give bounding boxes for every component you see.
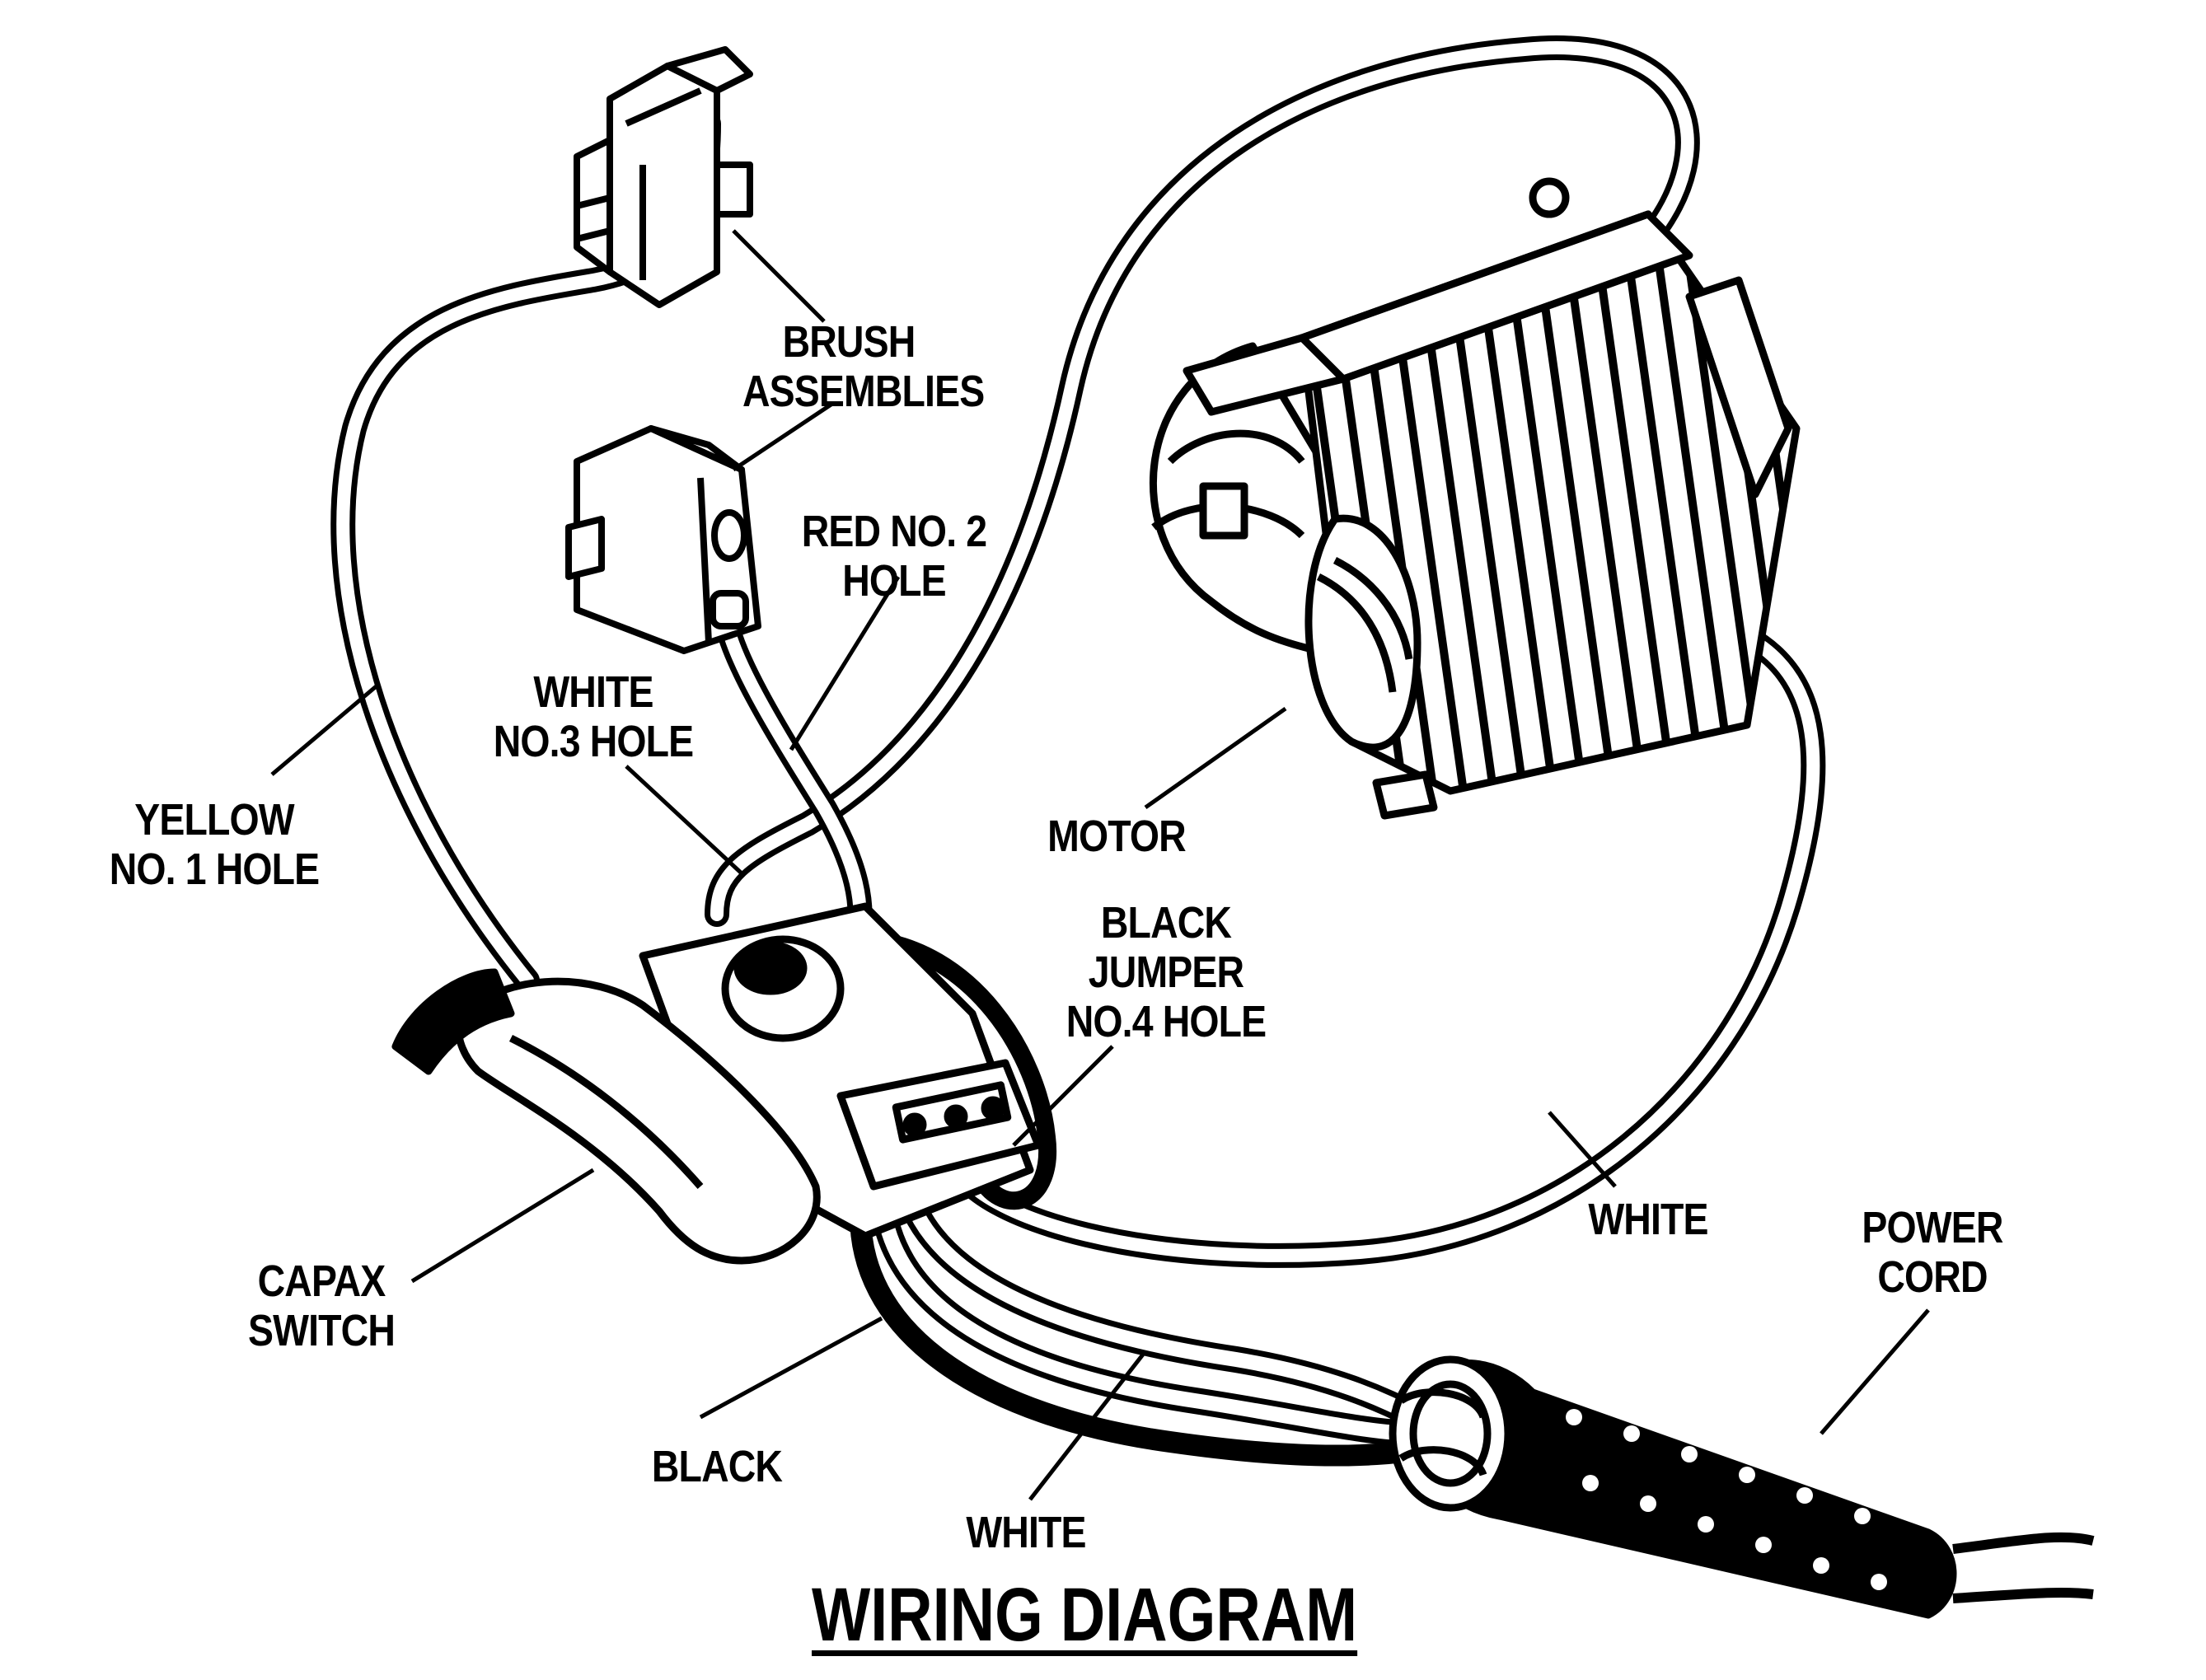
brush-assembly-middle (565, 425, 761, 654)
label-white-no3-hole: WHITE NO.3 HOLE (493, 667, 694, 766)
wire-black-cord (850, 1188, 1428, 1467)
leader-motor (1144, 706, 1287, 810)
leader-power-cord (1820, 1308, 1930, 1435)
motor (1150, 177, 1801, 820)
leader-black-jumper (1012, 1045, 1114, 1147)
leader-yellow-no1 (270, 682, 381, 776)
leader-capax-switch (410, 1168, 595, 1284)
label-motor: MOTOR (1047, 812, 1187, 861)
diagram-title: WIRING DIAGRAM (812, 1573, 1358, 1657)
label-yellow-no1-hole: YELLOW NO. 1 HOLE (109, 795, 320, 894)
brush-assembly-top (574, 46, 753, 308)
capax-switch (391, 902, 1042, 1265)
label-white-right: WHITE (1588, 1195, 1708, 1244)
wire-white-no3-to-motor (705, 35, 1700, 927)
label-black-jumper: BLACK JUMPER NO.4 HOLE (1066, 898, 1267, 1046)
leader-red-no2 (789, 575, 901, 751)
wire-white-cord (893, 1173, 1431, 1430)
leader-lines (270, 229, 1930, 1501)
label-white-bottom: WHITE (966, 1508, 1086, 1557)
leader-black (699, 1316, 883, 1420)
label-red-no2-hole: RED NO. 2 HOLE (801, 507, 987, 606)
leader-white-no3 (625, 765, 743, 875)
wire-white-cord-2 (869, 1182, 1431, 1447)
label-power-cord: POWER CORD (1862, 1203, 2003, 1302)
wire-red-no2 (713, 597, 873, 952)
power-cord-dots (1566, 1409, 1887, 1590)
leader-brush-top (732, 229, 826, 323)
leader-white-right (1548, 1111, 1617, 1188)
label-brush-assemblies: BRUSH ASSEMBLIES (742, 317, 985, 416)
label-capax-switch: CAPAX SWITCH (248, 1256, 396, 1355)
power-cord (1389, 1355, 2095, 1619)
leader-white-bottom (1028, 1350, 1147, 1501)
label-black: BLACK (651, 1442, 783, 1491)
wire-white-motor-to-switch (944, 614, 1826, 1268)
leader-brush-middle (732, 401, 834, 472)
